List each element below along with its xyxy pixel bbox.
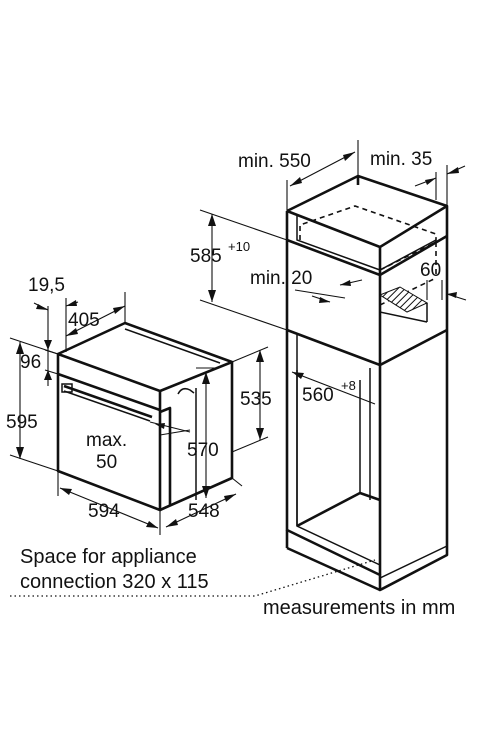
min-depth-label: min. 550 — [238, 151, 311, 172]
niche-height-dimension: 585 +10 — [190, 209, 288, 331]
oven-depth-label: 548 — [188, 501, 220, 522]
body-height-dimension: 570 — [187, 367, 219, 498]
vent-dimension: 60 — [420, 260, 467, 301]
oven-width-dimension: 594 — [57, 471, 161, 535]
oven-depth-dimension: 548 — [165, 477, 243, 528]
top-depth-dimension: 405 — [65, 292, 126, 337]
oven-height-label: 595 — [6, 412, 38, 433]
niche-height-label: 585 — [190, 246, 222, 267]
rear-gap-dimension: min. 35 — [370, 149, 466, 206]
min-gap-label: min. 20 — [250, 268, 312, 289]
oven-width-label: 594 — [88, 501, 120, 522]
vent-opening — [378, 286, 429, 313]
door-max-dimension: max. 50 — [86, 421, 191, 473]
niche-width-tolerance: +8 — [341, 378, 356, 393]
front-depth-dimension: 19,5 — [28, 275, 79, 352]
connection-note-line2: connection 320 x 115 — [20, 571, 209, 593]
connection-note: Space for appliance connection 320 x 115 — [10, 546, 376, 597]
front-depth-label: 19,5 — [28, 275, 65, 296]
oven-height-dimension: 595 — [6, 337, 59, 472]
niche-width-dimension: 560 +8 — [291, 371, 376, 406]
panel-height-label: 96 — [20, 352, 41, 373]
top-depth-label: 405 — [68, 310, 100, 331]
connection-note-line1: Space for appliance — [20, 546, 197, 568]
niche-height-tolerance: +10 — [228, 239, 250, 254]
door-max-label: max. — [86, 430, 127, 451]
body-height-label: 570 — [187, 440, 219, 461]
vent-label: 60 — [420, 260, 441, 281]
body-depth-label: 535 — [240, 389, 272, 410]
min-rear-label: min. 35 — [370, 149, 432, 170]
tall-cabinet — [285, 174, 449, 592]
niche-width-label: 560 — [302, 385, 334, 406]
door-max-value: 50 — [96, 452, 117, 473]
panel-height-dimension: 96 — [20, 340, 59, 386]
body-depth-dimension: 535 — [231, 346, 272, 453]
units-note: measurements in mm — [263, 597, 455, 619]
cabinet-depth-dimension: min. 550 — [238, 140, 359, 211]
min-gap-dimension: min. 20 — [250, 268, 363, 303]
